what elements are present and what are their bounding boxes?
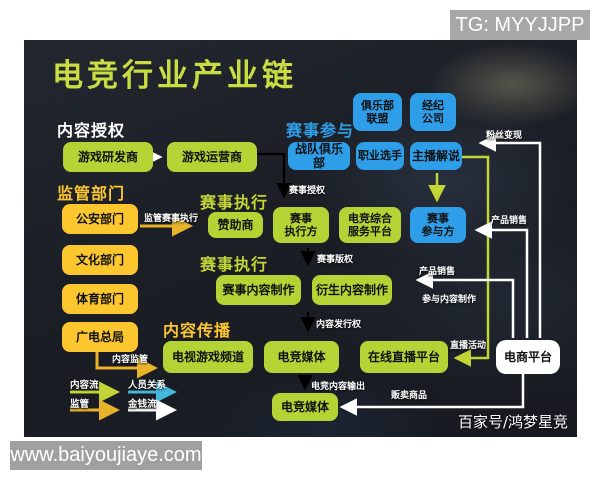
- node-game-developer: 游戏研发商: [63, 142, 153, 172]
- node-streamer-caster: 主播解说: [410, 142, 462, 170]
- node-esports-media-output: 电竞媒体: [272, 393, 338, 421]
- edge-label-content-distribution-rights: 内容发行权: [316, 320, 362, 330]
- edge-label-esports-content-output: 电竞内容输出: [311, 382, 366, 392]
- node-online-live-platform: 在线直播平台: [360, 341, 448, 373]
- node-event-content-production: 赛事内容制作: [216, 275, 301, 305]
- author-credit: 百家号/鸿梦星竞: [458, 413, 569, 431]
- node-derivative-content-production: 衍生内容制作: [312, 275, 392, 305]
- edge-label-sell-goods: 贩卖商品: [391, 391, 428, 401]
- node-tv-game-channel: 电视游戏频道: [163, 341, 253, 373]
- edge-label-event-copyright: 赛事版权: [317, 255, 354, 265]
- node-radio-tv-admin: 广电总局: [62, 322, 138, 352]
- legend-label-content-flow: 内容流: [70, 380, 99, 391]
- node-game-operator: 游戏运营商: [167, 142, 257, 172]
- edge-label-content-regulation: 内容监管: [112, 355, 149, 365]
- heading-event-execution-mid: 赛事执行: [200, 255, 269, 274]
- tg-watermark-badge: TG: MYYJJPP: [450, 10, 590, 40]
- edge-label-product-sales-1: 产品销售: [491, 216, 528, 226]
- node-team-club: 战队俱乐部: [288, 142, 350, 170]
- heading-event-participation: 赛事参与: [286, 121, 355, 140]
- node-agency-company: 经纪 公司: [410, 93, 456, 131]
- legend-label-regulation: 监管: [70, 399, 90, 410]
- edge-label-regulate-event-execution: 监管赛事执行: [144, 214, 199, 224]
- edge-label-participate-content-production: 参与内容制作: [422, 295, 477, 305]
- heading-content-license: 内容授权: [57, 121, 126, 140]
- node-ecommerce-platform: 电商平台: [496, 340, 560, 374]
- node-esports-media: 电竞媒体: [264, 341, 339, 373]
- node-culture-dept: 文化部门: [62, 245, 138, 275]
- edge-label-live-activities: 直播活动: [450, 341, 487, 351]
- edge-label-fan-monetization: 粉丝变现: [486, 131, 523, 141]
- heading-event-execution-top: 赛事执行: [200, 193, 269, 212]
- node-esports-service-platform: 电竞综合 服务平台: [339, 207, 401, 243]
- edge-label-product-sales-2: 产品销售: [419, 267, 456, 277]
- node-pro-player: 职业选手: [356, 142, 404, 170]
- node-sponsor: 赞助商: [208, 212, 263, 238]
- legend-label-money-flow: 金钱流: [128, 399, 157, 410]
- edge-label-event-authorization: 赛事授权: [289, 186, 326, 196]
- heading-content-distribution: 内容传播: [163, 321, 232, 340]
- legend-label-personnel-relation: 人员关系: [128, 380, 167, 391]
- site-watermark: www.baiyoujiaye.com: [10, 441, 202, 470]
- node-event-executor: 赛事 执行方: [273, 207, 329, 243]
- node-sports-dept: 体育部门: [62, 284, 138, 314]
- node-club-alliance: 俱乐部 联盟: [353, 93, 402, 131]
- node-public-security-dept: 公安部门: [62, 204, 138, 234]
- node-event-participant: 赛事 参与方: [410, 207, 466, 243]
- heading-regulators: 监管部门: [57, 184, 126, 203]
- page-title: 电竞行业产业链: [52, 58, 297, 94]
